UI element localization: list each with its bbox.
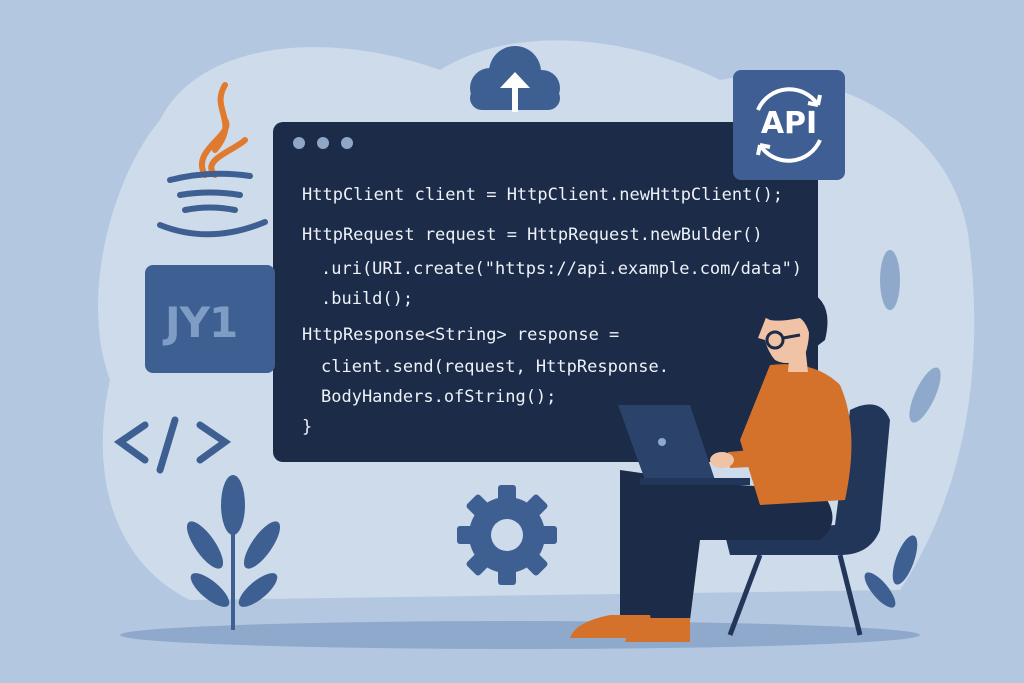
code-line: HttpResponse<String> response = [302,325,620,345]
code-line: .build(); [321,289,414,309]
code-line: HttpClient client = HttpClient.newHttpCl… [302,185,784,205]
hair [760,289,828,350]
code-line: HttpRequest request = HttpRequest.newBul… [302,225,763,245]
shoe [625,618,690,642]
glasses [765,330,785,350]
api-badge: API [733,70,845,180]
refresh-arrows-icon [756,87,822,163]
code-editor-window: HttpClient client = HttpClient.newHttpCl… [273,122,818,462]
logo-badge-label: JY1 [165,298,238,347]
logo-badge: JY1 [145,265,275,373]
gear-icon [457,485,557,585]
code-tag-icon [113,416,232,474]
laptop [618,405,715,480]
legs [650,480,833,620]
window-dot [317,137,329,149]
code-line: .uri(URI.create("https://api.example.com… [321,259,803,279]
cloud-upload-icon [470,46,560,112]
window-dot [293,137,305,149]
java-logo-icon [157,82,268,238]
code-line: client.send(request, HttpResponse. [321,357,669,377]
plant-icon [186,250,941,630]
api-label: API [760,106,818,141]
code-line: BodyHanders.ofString(); [321,387,557,407]
floor-shadow [120,621,920,649]
code-line: } [302,417,313,437]
window-dot [341,137,353,149]
